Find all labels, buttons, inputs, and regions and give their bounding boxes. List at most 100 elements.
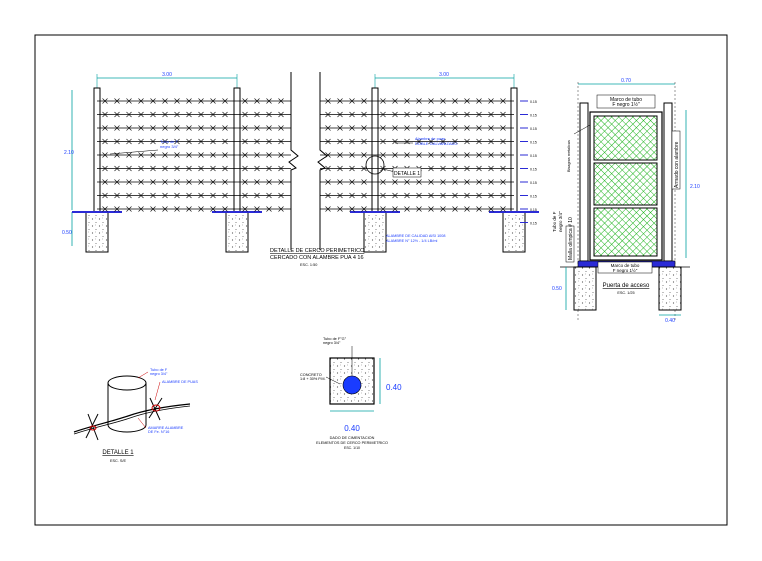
barb <box>266 192 272 199</box>
barb <box>349 98 355 104</box>
barb <box>428 179 434 185</box>
barb <box>150 165 156 172</box>
footing-title: DADO DE CIMENTACION <box>330 436 375 440</box>
barb <box>500 98 506 104</box>
barb <box>278 152 284 158</box>
barb <box>114 192 120 199</box>
barb <box>361 138 367 145</box>
barb <box>452 206 458 212</box>
barb <box>198 152 204 158</box>
barb <box>452 98 458 104</box>
detail1-label-a-1: Tubo de F <box>150 368 168 372</box>
barb <box>150 152 156 158</box>
barb <box>349 165 355 172</box>
barb <box>361 192 367 199</box>
barb <box>126 111 132 118</box>
barb <box>325 152 331 158</box>
barb <box>464 179 470 185</box>
barb <box>278 192 284 199</box>
barb <box>392 152 398 158</box>
gate-title: Puerta de acceso <box>603 283 650 289</box>
barb <box>488 165 494 172</box>
barb <box>198 138 204 145</box>
barb <box>254 98 260 104</box>
barb <box>102 179 108 185</box>
detail1-label-c-2: DE Fe. N°16 <box>148 430 169 434</box>
barb <box>500 206 506 212</box>
barb <box>162 165 168 172</box>
barb <box>266 152 272 158</box>
barb <box>488 125 494 131</box>
barb <box>278 179 284 185</box>
barb <box>242 152 248 158</box>
barb <box>349 192 355 199</box>
note-wire-2: DOBLE GALVANIZADO <box>415 141 458 146</box>
barb <box>428 152 434 158</box>
gate-label-bottom-2: F negro 1½" <box>613 267 638 273</box>
barb <box>266 179 272 185</box>
barb <box>404 111 410 118</box>
gate-label-bottom-1: Marco de tubo <box>611 263 640 268</box>
barb <box>138 152 144 158</box>
barb <box>428 98 434 104</box>
barb <box>222 125 228 131</box>
barb <box>126 179 132 185</box>
barb <box>186 125 192 131</box>
barb <box>186 111 192 118</box>
barb <box>138 98 144 104</box>
barb <box>254 192 260 199</box>
footing-label-top-2: negro 3/4" <box>323 341 341 345</box>
footing-label-left-1: CONCRETO <box>300 373 322 377</box>
barb <box>404 152 410 158</box>
dim-depth: 0.50 <box>62 230 72 236</box>
fence-post <box>233 87 241 213</box>
barb <box>186 98 192 104</box>
barb <box>278 206 284 212</box>
barb <box>162 152 168 158</box>
barb <box>254 138 260 145</box>
barb <box>361 179 367 185</box>
barb <box>222 192 228 199</box>
barb <box>138 138 144 145</box>
footing-label-top-1: Tubo de F°G° <box>323 337 347 341</box>
barb <box>464 165 470 172</box>
barb <box>254 206 260 212</box>
barb <box>380 125 386 131</box>
barb <box>150 206 156 212</box>
barb <box>325 138 331 145</box>
barb <box>174 125 180 131</box>
barb <box>500 165 506 172</box>
barb <box>210 165 216 172</box>
barb <box>476 138 482 145</box>
barb <box>278 98 284 104</box>
spacing-marker: 0.15 <box>530 100 537 104</box>
barb <box>325 111 331 118</box>
barb <box>476 179 482 185</box>
footing-dim-bottom: 0.40 <box>344 424 360 433</box>
barb <box>210 192 216 199</box>
barb <box>174 192 180 199</box>
fence-title: DETALLE DE CERCO PERIMETRICO <box>270 248 365 254</box>
barb <box>452 165 458 172</box>
fence-subtitle: CERCADO CON ALAMBRE PUA 4 16 <box>270 255 364 261</box>
barb <box>150 179 156 185</box>
barb <box>254 111 260 118</box>
barb <box>440 125 446 131</box>
barb <box>114 98 120 104</box>
barb <box>325 98 331 104</box>
barb <box>464 125 470 131</box>
fence-elevation: 3.00 3.00 2.10 0.50 Tubo de F negro 3/4"… <box>62 72 539 267</box>
barb <box>380 111 386 118</box>
barb <box>380 192 386 199</box>
fence-scale: ESC. 1:50 <box>300 263 317 267</box>
barb <box>440 98 446 104</box>
detail1-label-c-1: AMARRE ALAMBRE <box>148 426 184 430</box>
barb <box>242 125 248 131</box>
fence-post <box>371 87 379 213</box>
barb <box>488 179 494 185</box>
barb <box>416 179 422 185</box>
footing-detail: Tubo de F°G° negro 3/4" CONCRETO 1:8 + 3… <box>300 337 402 450</box>
barb <box>452 125 458 131</box>
footing-dim-side: 0.40 <box>386 383 402 392</box>
